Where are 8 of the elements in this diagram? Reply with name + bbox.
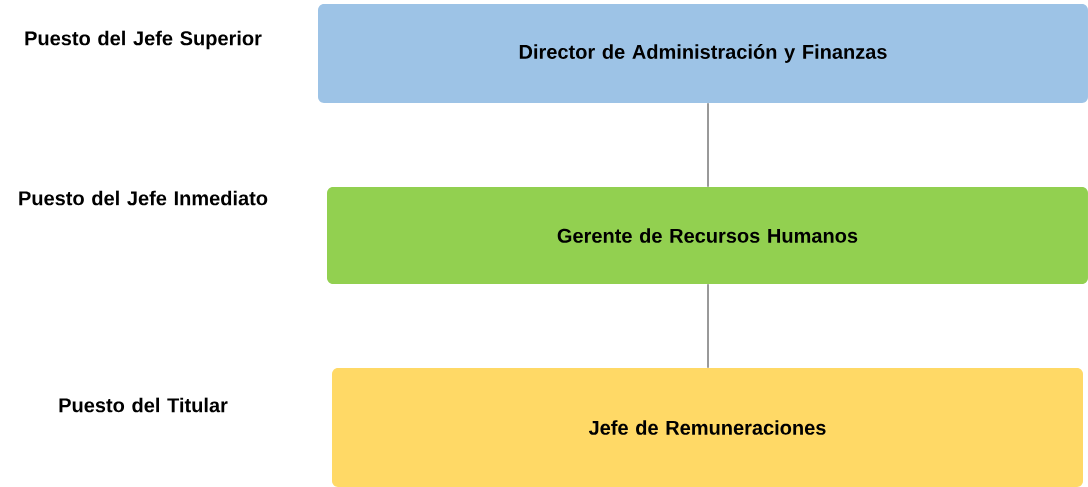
org-box: Director de Administración y Finanzas	[318, 4, 1088, 103]
org-box: Gerente de Recursos Humanos	[327, 187, 1088, 284]
level-label: Puesto del Titular	[59, 397, 228, 413]
connector-line	[707, 283, 709, 369]
level-label: Puesto del Jefe Superior	[25, 30, 262, 50]
org-box: Jefe de Remuneraciones	[332, 368, 1083, 487]
connector-line	[707, 102, 709, 188]
level-label: Puesto del Jefe Inmediato	[19, 190, 268, 206]
